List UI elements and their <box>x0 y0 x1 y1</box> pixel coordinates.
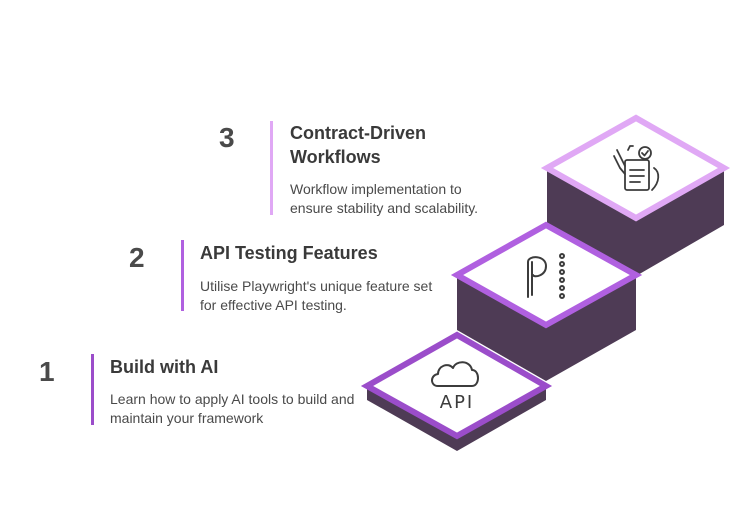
block-2-top-border <box>450 221 643 329</box>
block-2 <box>450 221 643 381</box>
step-1-description: Learn how to apply AI tools to build and… <box>110 391 355 426</box>
playwright-icon <box>527 253 565 299</box>
step-1-accent-bar <box>91 354 94 425</box>
step-3-number: 3 <box>219 122 235 153</box>
step-2-number: 2 <box>129 242 145 273</box>
checklist-hand-icon <box>613 145 660 191</box>
block-1-top-border <box>360 331 553 440</box>
step-3-accent-bar <box>270 121 273 215</box>
step-2-title: API Testing Features <box>200 243 378 263</box>
block-3-top-border <box>540 114 731 222</box>
step-2-description: Utilise Playwright's unique feature set … <box>200 278 433 313</box>
step-3-title: Contract-Driven Workflows <box>290 123 427 167</box>
step-2-accent-bar <box>181 240 184 311</box>
step-3-description: Workflow implementation to ensure stabil… <box>290 181 479 216</box>
api-icon-text: API <box>440 392 474 413</box>
step-1-title: Build with AI <box>110 357 219 377</box>
step-1-number: 1 <box>39 356 55 387</box>
cloud-api-icon: API <box>431 361 479 413</box>
